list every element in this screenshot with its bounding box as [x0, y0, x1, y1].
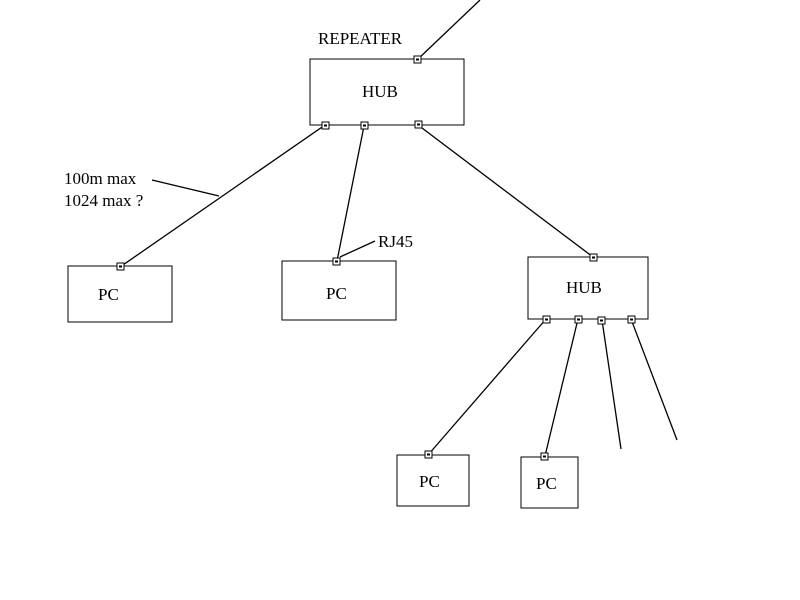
port-hub-top-2	[360, 121, 369, 130]
wire-hub2-to-pc-4	[544, 318, 579, 457]
hub-top-label: HUB	[362, 82, 398, 101]
port-hub-right-1	[542, 315, 551, 324]
wire-hub-to-pc-1	[119, 124, 326, 268]
pc-3: PC	[396, 454, 470, 507]
repeater-label: REPEATER	[318, 29, 403, 48]
pc-2: PC	[281, 260, 397, 321]
uplink-wire	[416, 0, 481, 61]
port-hub-right-uplink	[589, 253, 598, 262]
pc-3-label: PC	[419, 472, 440, 491]
port-hub-top-1	[321, 121, 330, 130]
hub-top: HUB	[309, 58, 465, 126]
port-hub-right-3	[597, 316, 606, 325]
wire-hub2-open-2	[630, 318, 678, 441]
pc-4: PC	[520, 456, 579, 509]
annotation-connector: RJ45	[378, 232, 413, 251]
pc-1-label: PC	[98, 285, 119, 304]
port-hub-top-3	[414, 120, 423, 129]
port-hub-right-2	[574, 315, 583, 324]
port-pc-2	[332, 257, 341, 266]
hub-right-label: HUB	[566, 278, 602, 297]
pc-4-label: PC	[536, 474, 557, 493]
annotation-device-count: 1024 max ?	[64, 191, 143, 210]
hub-right: HUB	[527, 256, 649, 320]
annotation-leader-rj45	[339, 240, 376, 258]
wire-hub-to-pc-2	[336, 125, 365, 262]
pc-2-label: PC	[326, 284, 347, 303]
port-hub-right-4	[627, 315, 636, 324]
connections	[119, 0, 678, 457]
ports	[116, 55, 636, 461]
port-pc-4	[540, 452, 549, 461]
wire-hub-to-hub	[417, 124, 594, 258]
wire-hub2-open-1	[601, 319, 622, 450]
port-pc-1	[116, 262, 125, 271]
annotation-cable-length: 100m max	[64, 169, 137, 188]
port-hub-top-uplink	[413, 55, 422, 64]
port-pc-3	[424, 450, 433, 459]
wire-hub2-to-pc-3	[427, 318, 547, 456]
annotation-leader-length	[151, 179, 220, 197]
pc-1: PC	[67, 265, 173, 323]
